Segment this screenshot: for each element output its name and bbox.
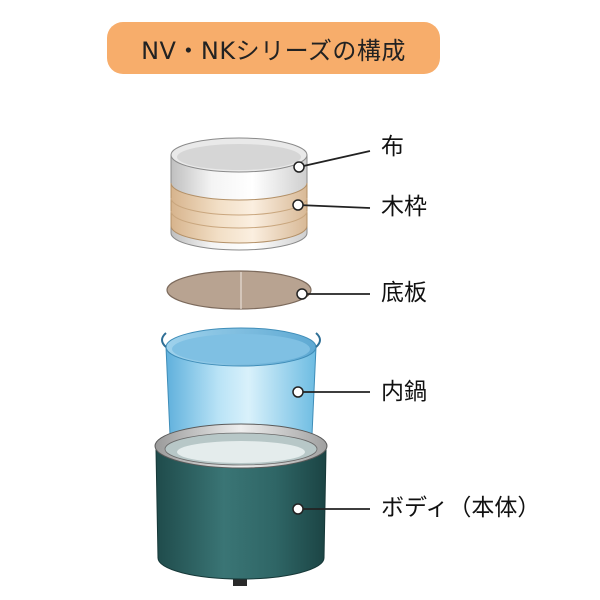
- label-inner-pot: 内鍋: [381, 379, 427, 405]
- label-bottom-plate: 底板: [381, 280, 427, 306]
- page-title: NV・NKシリーズの構成: [141, 36, 406, 65]
- label-cloth: 布: [381, 134, 404, 160]
- bottom-plate-part: [166, 270, 312, 310]
- leader-lines: [292, 150, 371, 515]
- title-badge: NV・NKシリーズの構成: [107, 22, 440, 74]
- wooden-frame-part: [170, 182, 308, 244]
- label-wooden-frame: 木枠: [381, 194, 427, 220]
- body-part: [154, 423, 328, 586]
- sieve-assembly: [170, 137, 308, 251]
- label-body: ボディ（本体）: [381, 495, 541, 521]
